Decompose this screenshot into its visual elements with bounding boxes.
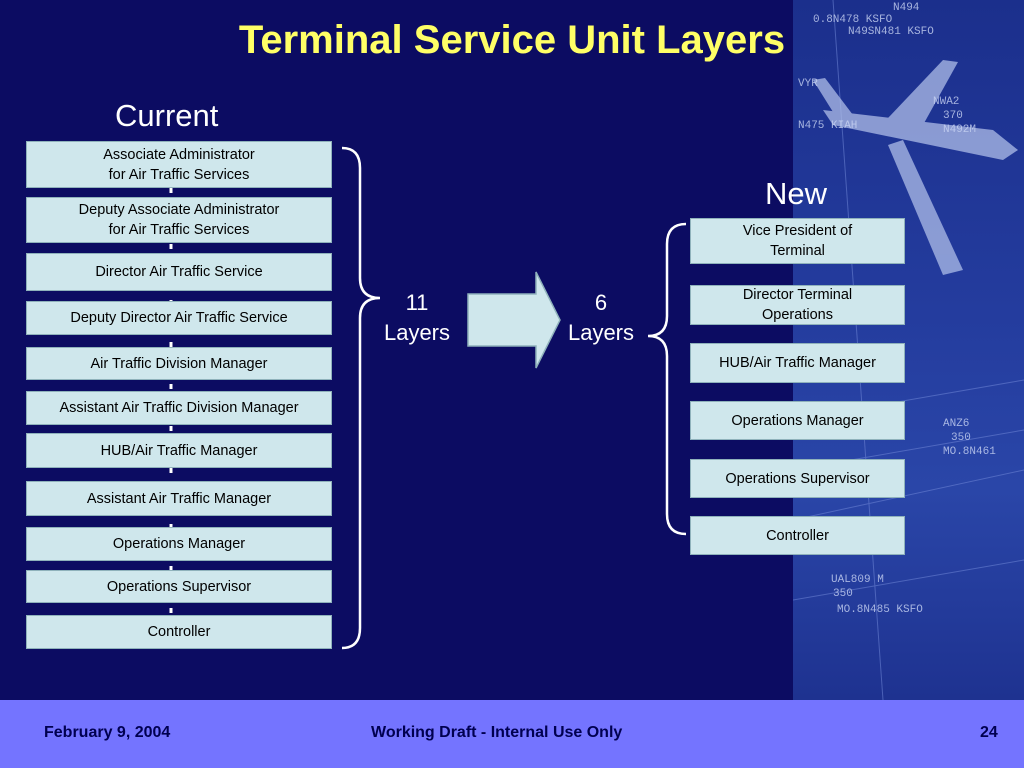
new-box-label: Operations Manager [731, 411, 863, 431]
page-number: 24 [980, 724, 998, 742]
new-box-3: HUB/Air Traffic Manager [690, 343, 905, 383]
current-box-7: HUB/Air Traffic Manager [26, 433, 332, 468]
current-box-9: Operations Manager [26, 527, 332, 561]
new-box-label: Controller [766, 526, 829, 546]
footer-bar: February 9, 2004 Working Draft - Interna… [0, 700, 1024, 768]
current-box-label: Air Traffic Division Manager [90, 354, 267, 374]
new-brace-icon [648, 224, 686, 534]
new-box-4: Operations Manager [690, 401, 905, 440]
current-box-4: Deputy Director Air Traffic Service [26, 301, 332, 335]
new-box-5: Operations Supervisor [690, 459, 905, 498]
current-box-label: Deputy Associate Administrator for Air T… [79, 200, 280, 240]
current-box-label: Director Air Traffic Service [95, 262, 262, 282]
current-box-1: Associate Administrator for Air Traffic … [26, 141, 332, 188]
footer-date: February 9, 2004 [44, 724, 170, 742]
current-box-11: Controller [26, 615, 332, 649]
footer-classification: Working Draft - Internal Use Only [371, 724, 622, 742]
new-box-2: Director Terminal Operations [690, 285, 905, 325]
current-box-3: Director Air Traffic Service [26, 253, 332, 291]
current-box-label: Deputy Director Air Traffic Service [70, 308, 287, 328]
current-box-label: Controller [148, 622, 211, 642]
new-box-6: Controller [690, 516, 905, 555]
current-box-8: Assistant Air Traffic Manager [26, 481, 332, 516]
current-box-label: Associate Administrator for Air Traffic … [103, 145, 255, 185]
current-layer-count: 11 Layers [372, 288, 462, 348]
current-box-2: Deputy Associate Administrator for Air T… [26, 197, 332, 243]
new-box-label: Operations Supervisor [725, 469, 869, 489]
new-box-label: Director Terminal Operations [743, 285, 852, 325]
current-box-label: Assistant Air Traffic Division Manager [59, 398, 298, 418]
current-box-10: Operations Supervisor [26, 570, 332, 603]
current-box-label: Operations Supervisor [107, 577, 251, 597]
current-box-label: Assistant Air Traffic Manager [87, 489, 271, 509]
new-box-label: Vice President of Terminal [743, 221, 852, 261]
current-box-6: Assistant Air Traffic Division Manager [26, 391, 332, 425]
transition-arrow-icon [468, 272, 560, 368]
current-box-5: Air Traffic Division Manager [26, 347, 332, 380]
new-layer-count: 6 Layers [556, 288, 646, 348]
new-box-1: Vice President of Terminal [690, 218, 905, 264]
current-box-label: Operations Manager [113, 534, 245, 554]
new-box-label: HUB/Air Traffic Manager [719, 353, 876, 373]
current-brace-icon [342, 148, 380, 648]
current-box-label: HUB/Air Traffic Manager [101, 441, 258, 461]
